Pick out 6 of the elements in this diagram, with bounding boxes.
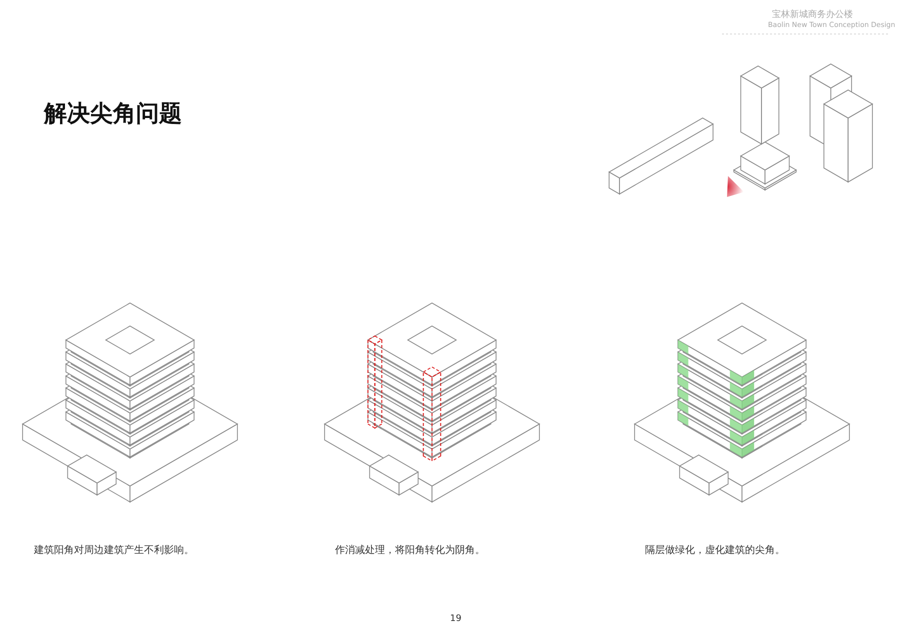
page-number: 19 [450,614,462,624]
caption: 作消减处理，将阳角转化为阴角。 [335,544,485,557]
caption: 隔层做绿化，虚化建筑的尖角。 [645,544,785,557]
project-title: 宝林新城商务办公楼 [772,8,853,21]
caption: 建筑阳角对周边建筑产生不利影响。 [34,544,194,557]
page-title: 解决尖角问题 [44,100,182,129]
